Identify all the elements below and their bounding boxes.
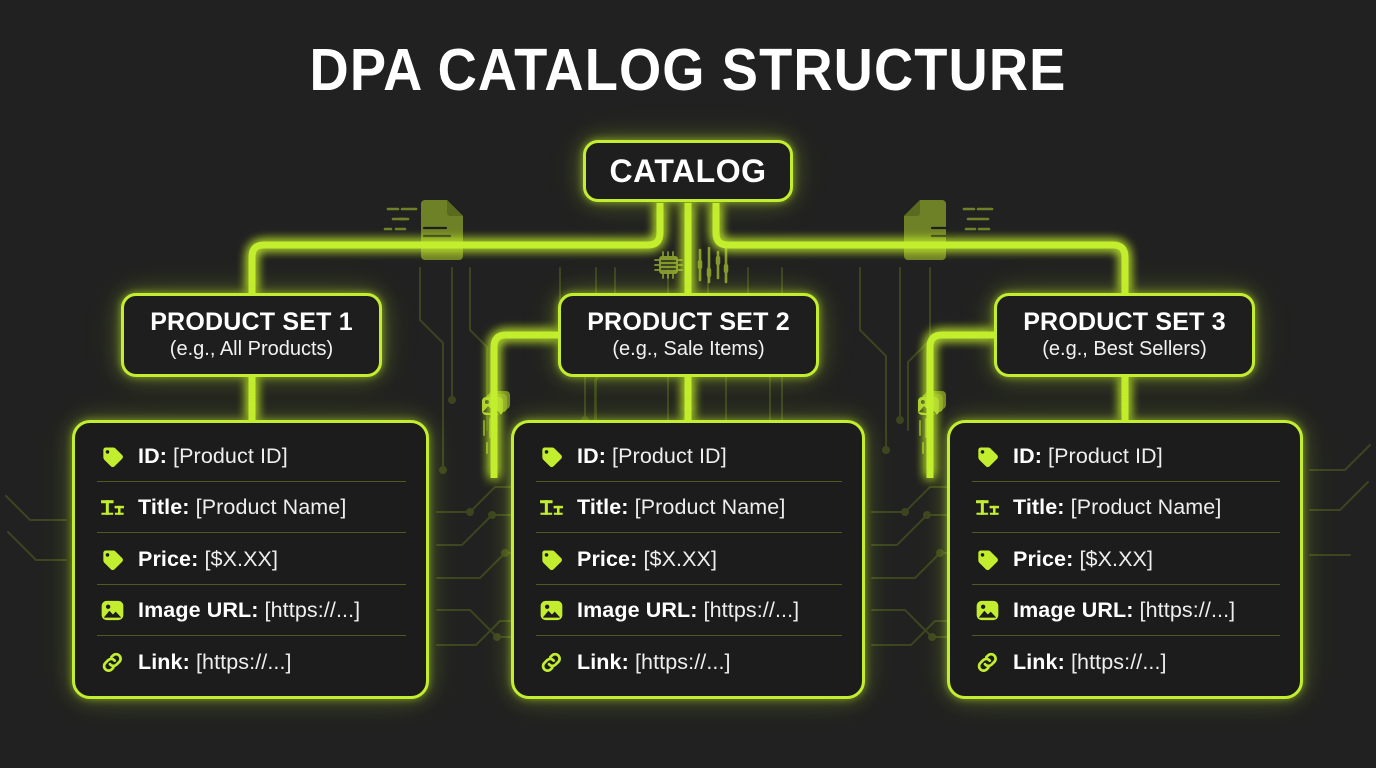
node-product-set-2-subtitle: (e.g., Sale Items) <box>612 338 765 360</box>
field-label: Link: <box>1013 649 1065 674</box>
node-product-set-3-title: PRODUCT SET 3 <box>1023 308 1226 336</box>
field-value: [https://...] <box>1070 649 1167 674</box>
tag-icon <box>99 444 125 470</box>
tag-icon <box>538 546 564 572</box>
tag-icon <box>99 546 125 572</box>
field-value: [Product Name] <box>634 495 786 520</box>
field-value: [Product ID] <box>1048 444 1163 468</box>
field-row-id: ID: [Product ID] <box>972 432 1280 482</box>
field-value: [Product ID] <box>173 444 288 468</box>
field-value: [https://...] <box>634 649 731 674</box>
text-format-icon <box>974 495 1000 521</box>
chip-watermark <box>654 251 683 279</box>
product-fields-card-1: ID: [Product ID] Title: [Product Name] P… <box>72 420 429 699</box>
link-icon <box>538 649 564 675</box>
link-icon <box>99 649 125 675</box>
field-label: Link: <box>138 649 190 674</box>
field-value: [Product Name] <box>1070 495 1222 520</box>
field-row-price: Price: [$X.XX] <box>97 535 406 585</box>
field-label: Price: <box>138 546 199 571</box>
field-label: ID: <box>1013 444 1042 468</box>
field-value: [$X.XX] <box>643 546 718 571</box>
wire-catalog-to-set1 <box>248 203 664 293</box>
image-stack-watermark-left <box>482 391 510 455</box>
document-watermark-left <box>383 200 463 260</box>
field-row-title: Title: [Product Name] <box>97 483 406 534</box>
field-row-price: Price: [$X.XX] <box>972 535 1280 585</box>
product-fields-card-3: ID: [Product ID] Title: [Product Name] P… <box>947 420 1303 699</box>
node-catalog-label: CATALOG <box>609 152 767 189</box>
field-value: [https://...] <box>195 649 292 674</box>
field-row-link: Link: [https://...] <box>97 637 406 687</box>
field-value: [$X.XX] <box>204 546 279 571</box>
page-title: DPA CATALOG STRUCTURE <box>309 37 1067 103</box>
node-product-set-3[interactable]: PRODUCT SET 3 (e.g., Best Sellers) <box>994 293 1255 377</box>
wire-catalog-to-set3 <box>712 203 1129 293</box>
image-icon <box>538 597 564 623</box>
field-row-id: ID: [Product ID] <box>536 432 842 482</box>
product-fields-card-2: ID: [Product ID] Title: [Product Name] P… <box>511 420 865 699</box>
field-row-id: ID: [Product ID] <box>97 432 406 482</box>
field-label: Title: <box>577 495 629 520</box>
field-label: Price: <box>577 546 638 571</box>
field-row-image-url: Image URL: [https://...] <box>97 586 406 636</box>
node-product-set-1[interactable]: PRODUCT SET 1 (e.g., All Products) <box>121 293 382 377</box>
field-row-image-url: Image URL: [https://...] <box>536 586 842 636</box>
node-product-set-1-title: PRODUCT SET 1 <box>150 308 353 336</box>
field-row-title: Title: [Product Name] <box>972 483 1280 534</box>
sliders-watermark <box>697 244 729 284</box>
field-value: [$X.XX] <box>1079 546 1154 571</box>
field-row-image-url: Image URL: [https://...] <box>972 586 1280 636</box>
field-label: ID: <box>577 444 606 468</box>
field-value: [https://...] <box>264 597 361 622</box>
node-catalog[interactable]: CATALOG <box>583 140 793 202</box>
field-label: ID: <box>138 444 167 468</box>
field-row-title: Title: [Product Name] <box>536 483 842 534</box>
image-stack-watermark-right <box>918 391 946 455</box>
image-icon <box>99 597 125 623</box>
field-label: Image URL: <box>1013 597 1134 622</box>
field-label: Image URL: <box>577 597 698 622</box>
tag-icon <box>538 444 564 470</box>
image-icon <box>974 597 1000 623</box>
field-value: [https://...] <box>703 597 800 622</box>
text-format-icon <box>99 495 125 521</box>
link-icon <box>974 649 1000 675</box>
document-watermark-right <box>904 200 994 260</box>
field-label: Image URL: <box>138 597 259 622</box>
node-product-set-1-subtitle: (e.g., All Products) <box>169 338 334 360</box>
tag-icon <box>974 444 1000 470</box>
field-value: [Product Name] <box>195 495 347 520</box>
field-row-link: Link: [https://...] <box>972 637 1280 687</box>
field-value: [Product ID] <box>612 444 727 468</box>
field-row-link: Link: [https://...] <box>536 637 842 687</box>
field-label: Price: <box>1013 546 1074 571</box>
field-value: [https://...] <box>1139 597 1236 622</box>
node-product-set-3-subtitle: (e.g., Best Sellers) <box>1042 338 1207 360</box>
field-label: Title: <box>138 495 190 520</box>
field-row-price: Price: [$X.XX] <box>536 535 842 585</box>
node-product-set-2[interactable]: PRODUCT SET 2 (e.g., Sale Items) <box>558 293 819 377</box>
node-product-set-2-title: PRODUCT SET 2 <box>587 308 790 336</box>
field-label: Link: <box>577 649 629 674</box>
text-format-icon <box>538 495 564 521</box>
tag-icon <box>974 546 1000 572</box>
field-label: Title: <box>1013 495 1065 520</box>
